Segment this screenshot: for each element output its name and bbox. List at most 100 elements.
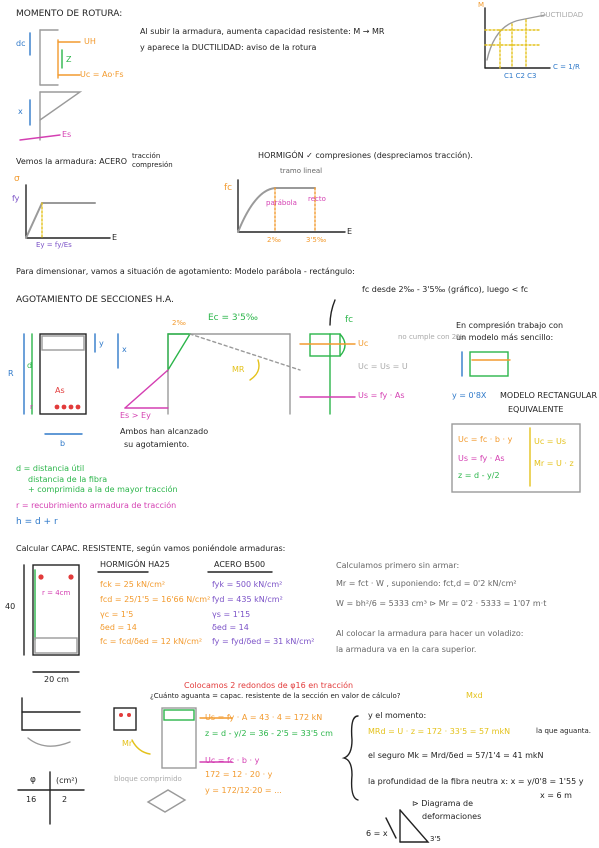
note-agotamiento: su agotamiento. — [124, 440, 190, 449]
label-rec: r = 4cm — [42, 589, 71, 597]
note-line: fc desde 2‰ - 3'5‰ (gráfico), luego < fc — [362, 285, 529, 294]
label-modelo-rectangular: MODELO RECTANGULAR — [500, 391, 598, 400]
label-2permil: 2‰ — [172, 319, 186, 327]
calc-x6: x = 6 m — [540, 791, 572, 800]
note-voladizo: Al colocar la armadura para hacer un vol… — [336, 629, 524, 638]
note-line: HORMIGÓN ✓ compresiones (despreciamos tr… — [258, 151, 473, 160]
calc-uc: Uc = fc · b · y — [205, 756, 260, 765]
calc-z: z = d - y/2 = 36 - 2'5 = 33'5 cm — [205, 729, 333, 738]
table-cell-16: 16 — [26, 795, 37, 804]
formula-mr: Mr = U · z — [534, 459, 574, 468]
def-d3: + comprimida a la de mayor tracción — [28, 485, 178, 494]
label-z: Z — [66, 55, 72, 64]
def-d: d = distancia útil — [16, 464, 85, 473]
graph-axis-c: C = 1/R — [553, 63, 580, 71]
a-ded: δed = 14 — [212, 623, 249, 632]
calc-x: la profundidad de la fibra neutra x: x =… — [368, 777, 584, 786]
label-b20: 20 cm — [44, 675, 69, 684]
label-d: d — [27, 361, 33, 370]
heading-acero: ACERO B500 — [214, 560, 266, 569]
section-title-agotamiento: AGOTAMIENTO DE SECCIONES H.A. — [16, 295, 174, 305]
label-R: R — [8, 369, 14, 378]
h-ded: δed = 14 — [100, 623, 137, 632]
calc-us: Us = fy · A = 43 · 4 = 172 kN — [205, 713, 323, 722]
formula-z: z = d - y/2 — [458, 471, 500, 480]
a-gs: γs = 1'15 — [212, 610, 251, 619]
h-fc: fc = fcd/δed = 12 kN/cm² — [100, 637, 203, 646]
tick-2: 2‰ — [267, 236, 281, 244]
label-es: Es — [62, 130, 72, 139]
note-line: y aparece la DUCTILIDAD: aviso de la rot… — [140, 43, 317, 52]
tick-35: 3'5‰ — [306, 236, 327, 244]
label-ec: Ec = 3'5‰ — [208, 313, 258, 323]
formula-w: W = bh²/6 = 5333 cm³ ⊳ Mr = 0'2 · 5333 =… — [336, 599, 547, 608]
note-line: Para dimensionar, vamos a situación de a… — [16, 267, 355, 276]
label-e: E — [347, 227, 353, 236]
def-r: r = recubrimiento armadura de tracción — [16, 501, 177, 510]
note-tramo: tramo lineal — [280, 167, 323, 175]
label-mr-s5: Mr — [122, 739, 133, 748]
section-title-capacidad: Calcular CAPAC. RESISTENTE, según vamos … — [16, 544, 286, 553]
h-gc: γc = 1'5 — [100, 610, 134, 619]
h-fck: fck = 25 kN/cm² — [100, 580, 166, 589]
label-b: b — [60, 439, 66, 448]
calc-172: 172 = 12 · 20 · y — [205, 770, 273, 779]
label-mr: MR — [232, 365, 245, 374]
label-6x: 6 = x — [366, 829, 388, 838]
formula-uc-us: Uc = Us — [534, 437, 567, 446]
table-head-phi: φ — [30, 775, 36, 785]
formula-uc: Uc = fc · b · y — [458, 435, 513, 444]
note-momento: y el momento: — [368, 711, 427, 720]
label-uc-top: Uc — [358, 339, 369, 348]
label-mxd: Mxd — [466, 691, 483, 700]
label-as: As — [55, 386, 65, 395]
note-redondos: Colocamos 2 redondos de φ16 en tracción — [184, 681, 354, 690]
a-fyk: fyk = 500 kN/cm² — [212, 580, 283, 589]
label-fy: fy — [12, 194, 20, 203]
label-eyd: Ey = fy/Es — [36, 241, 72, 249]
label-uc-us: Uc = Us = U — [358, 362, 408, 371]
note-modelo-sencillo: un modelo más sencillo: — [456, 333, 554, 342]
formula-us: Us = fy · As — [458, 454, 505, 463]
h-fcd: fcd = 25/1'5 = 16'66 N/cm² — [100, 595, 211, 604]
graph-ductilidad-label: DUCTILIDAD — [540, 11, 584, 19]
graph-m-label: M — [478, 1, 485, 9]
heading-hormigon: HORMIGÓN HA25 — [100, 560, 170, 569]
note-no-cumple: no cumple con 2‰ — [398, 333, 466, 341]
def-d2: distancia de la fibra — [28, 475, 108, 484]
note-line: Al subir la armadura, aumenta capacidad … — [140, 27, 385, 36]
note-deformaciones: deformaciones — [422, 812, 482, 821]
label-parabola: parábola — [266, 199, 297, 207]
table-head-cm2: (cm²) — [56, 776, 78, 785]
label-x: x — [122, 345, 127, 354]
calc-y: y = 172/12·20 = ... — [205, 786, 282, 795]
label-equivalente: EQUIVALENTE — [508, 405, 564, 414]
calc-mk: el seguro Mk = Mrd/δed = 57/1'4 = 41 mkN — [368, 751, 544, 760]
label-us: Us = fy · As — [358, 391, 405, 400]
note-diagrama: ⊳ Diagrama de — [412, 799, 474, 808]
label-uh: UH — [84, 37, 96, 46]
formula-mr-fct: Mr = fct · W , suponiendo: fct,d = 0'2 k… — [336, 579, 517, 588]
label-fc: fc — [224, 183, 233, 193]
a-fyd: fyd = 435 kN/cm² — [212, 595, 283, 604]
label-y: y — [99, 339, 104, 348]
label-y-08x: y = 0'8X — [452, 391, 487, 400]
note-compresion: compresión — [132, 161, 173, 169]
graph-x-ticks: C1 C2 C3 — [504, 72, 537, 80]
label-dc: dc — [16, 39, 26, 48]
note-compresion: En compresión trabajo con — [456, 321, 564, 330]
label-sigma: σ — [14, 174, 20, 184]
note-sin-armar: Calculamos primero sin armar: — [336, 561, 460, 570]
def-h: h = d + r — [16, 517, 58, 527]
label-uc: Uc = Ao·Fs — [80, 70, 124, 79]
table-cell-2: 2 — [62, 795, 68, 804]
label-r: r — [30, 403, 33, 411]
label-35: 3'5 — [430, 835, 441, 843]
label-recto: recto — [308, 195, 326, 203]
note-line: Vemos la armadura: ACERO — [16, 157, 127, 166]
note-aguanta: la que aguanta. — [536, 727, 592, 735]
note-bloque: bloque comprimido — [114, 775, 182, 783]
label-x: x — [18, 107, 23, 116]
note-cuanto-aguanta: ¿Cuánto aguanta = capac. resistente de l… — [150, 692, 401, 700]
